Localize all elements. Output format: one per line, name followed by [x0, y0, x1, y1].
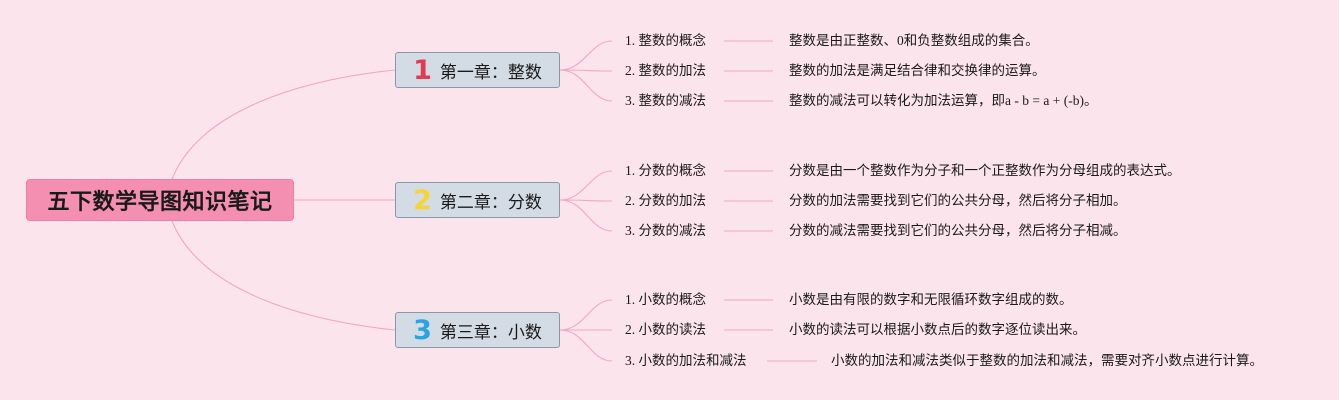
chapter-1-to-topic-1-line	[559, 40, 613, 71]
chapter-node-2[interactable]: 2 第二章：分数	[395, 182, 560, 218]
chapter-node-3[interactable]: 3 第三章：小数	[395, 312, 560, 348]
chapter-title-1: 第一章：整数	[439, 62, 542, 83]
root-node[interactable]: 五下数学导图知识笔记	[26, 179, 294, 221]
chapter-1-to-topic-3-line	[559, 69, 613, 102]
chapter-1-to-topic-2-line	[559, 69, 613, 72]
topic-2-3[interactable]: 3. 分数的减法	[625, 223, 706, 238]
topic-2-2[interactable]: 2. 分数的加法	[625, 193, 706, 208]
topic-desc-2-3: 分数的减法需要找到它们的公共分母，然后将分子相减。	[789, 223, 1127, 238]
topic-desc-3-2: 小数的读法可以根据小数点后的数字逐位读出来。	[789, 322, 1086, 337]
topic-desc-3-1: 小数是由有限的数字和无限循环数字组成的数。	[789, 292, 1073, 307]
chapter-2-to-topic-2-line	[559, 199, 613, 202]
topic-desc-1-2: 整数的加法是满足结合律和交换律的运算。	[789, 63, 1046, 78]
topic-3-1[interactable]: 1. 小数的概念	[625, 292, 706, 307]
topic-desc-1-1: 整数是由正整数、0和负整数组成的集合。	[789, 33, 1039, 48]
topic-1-2[interactable]: 2. 整数的加法	[625, 63, 706, 78]
topic-3-2[interactable]: 2. 小数的读法	[625, 322, 706, 337]
topic-1-1[interactable]: 1. 整数的概念	[625, 33, 706, 48]
topic-2-1[interactable]: 1. 分数的概念	[625, 163, 706, 178]
chapter-number-2: 2	[413, 184, 432, 216]
chapter-node-1[interactable]: 1 第一章：整数	[395, 52, 560, 88]
chapter-3-to-topic-1-line	[559, 299, 613, 331]
chapter-2-to-topic-1-line	[559, 170, 613, 201]
chapter-3-to-topic-3-line	[559, 329, 613, 362]
topic-desc-1-3: 整数的减法可以转化为加法运算，即a - b = a + (-b)。	[789, 93, 1098, 108]
chapter-2-to-topic-3-line	[559, 199, 613, 232]
topic-desc-3-3: 小数的加法和减法类似于整数的加法和减法，需要对齐小数点进行计算。	[831, 353, 1263, 368]
topic-desc-2-1: 分数是由一个整数作为分子和一个正整数作为分母组成的表达式。	[789, 163, 1181, 178]
topic-1-3[interactable]: 3. 整数的减法	[625, 93, 706, 108]
chapter-title-2: 第二章：分数	[439, 192, 542, 213]
root-to-chapter-1-line	[171, 69, 396, 180]
root-to-chapter-3-line	[171, 220, 396, 331]
topic-desc-2-2: 分数的加法需要找到它们的公共分母，然后将分子相加。	[789, 193, 1127, 208]
topic-3-3[interactable]: 3. 小数的加法和减法	[625, 353, 747, 368]
chapter-number-1: 1	[413, 54, 432, 86]
chapter-title-3: 第三章：小数	[439, 322, 542, 343]
chapter-number-3: 3	[413, 314, 432, 346]
